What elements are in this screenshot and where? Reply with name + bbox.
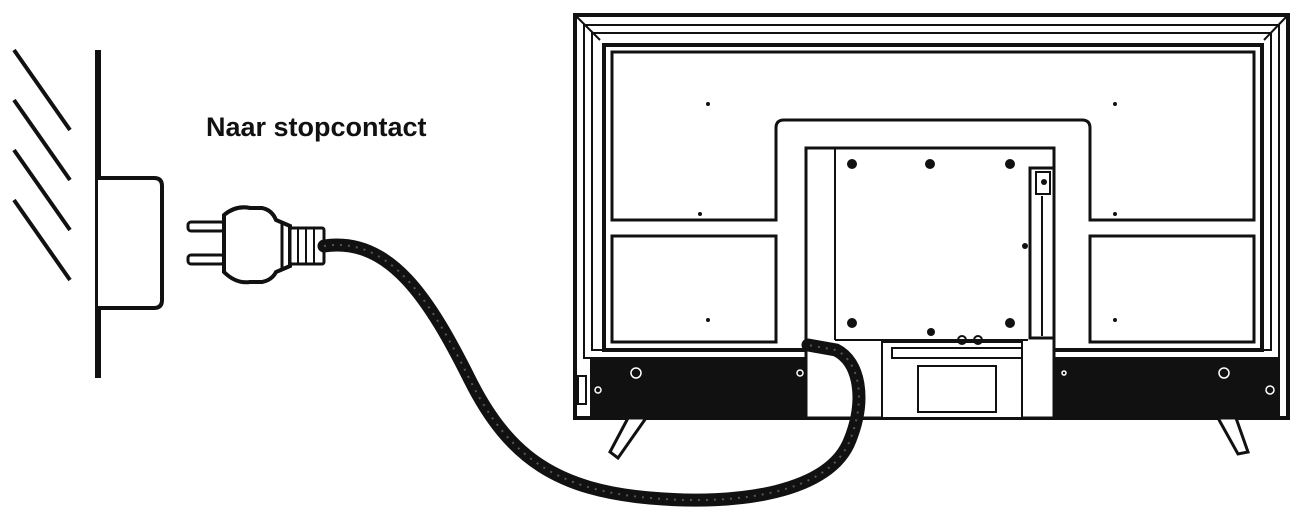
port-bracket bbox=[881, 341, 1023, 419]
bottom-bar-left bbox=[590, 358, 806, 418]
screw-holes bbox=[698, 102, 1117, 336]
power-cord bbox=[317, 238, 866, 507]
power-plug bbox=[186, 205, 326, 285]
bottom-bar-right bbox=[1054, 358, 1280, 418]
outlet-label: Naar stopcontact bbox=[206, 112, 427, 142]
tv-stand-feet bbox=[608, 416, 1250, 461]
rear-panel-outline bbox=[602, 43, 1264, 352]
wall-outlet bbox=[98, 176, 164, 310]
wall-hatching bbox=[12, 48, 72, 282]
tv-rear-panel bbox=[573, 13, 1290, 420]
